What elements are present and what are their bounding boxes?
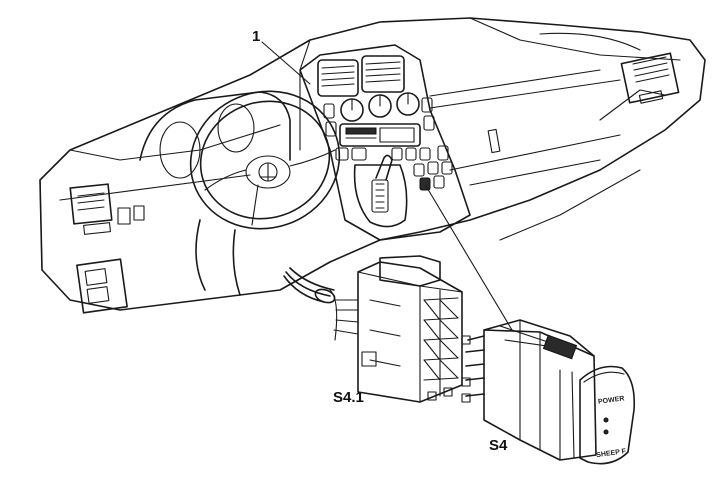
center-console — [299, 44, 471, 241]
connector-s4-1 — [283, 255, 463, 403]
switch-label-bottom: SHEEP F — [596, 448, 627, 459]
callout-s4: S4 — [489, 437, 508, 454]
callout-1: 1 — [252, 28, 260, 45]
callout-s4-1: S4.1 — [333, 389, 364, 406]
switch-s4: POWER SHEEP F — [461, 319, 636, 465]
switch-label-top: POWER — [598, 395, 625, 406]
dashboard-illustration — [39, 17, 706, 331]
